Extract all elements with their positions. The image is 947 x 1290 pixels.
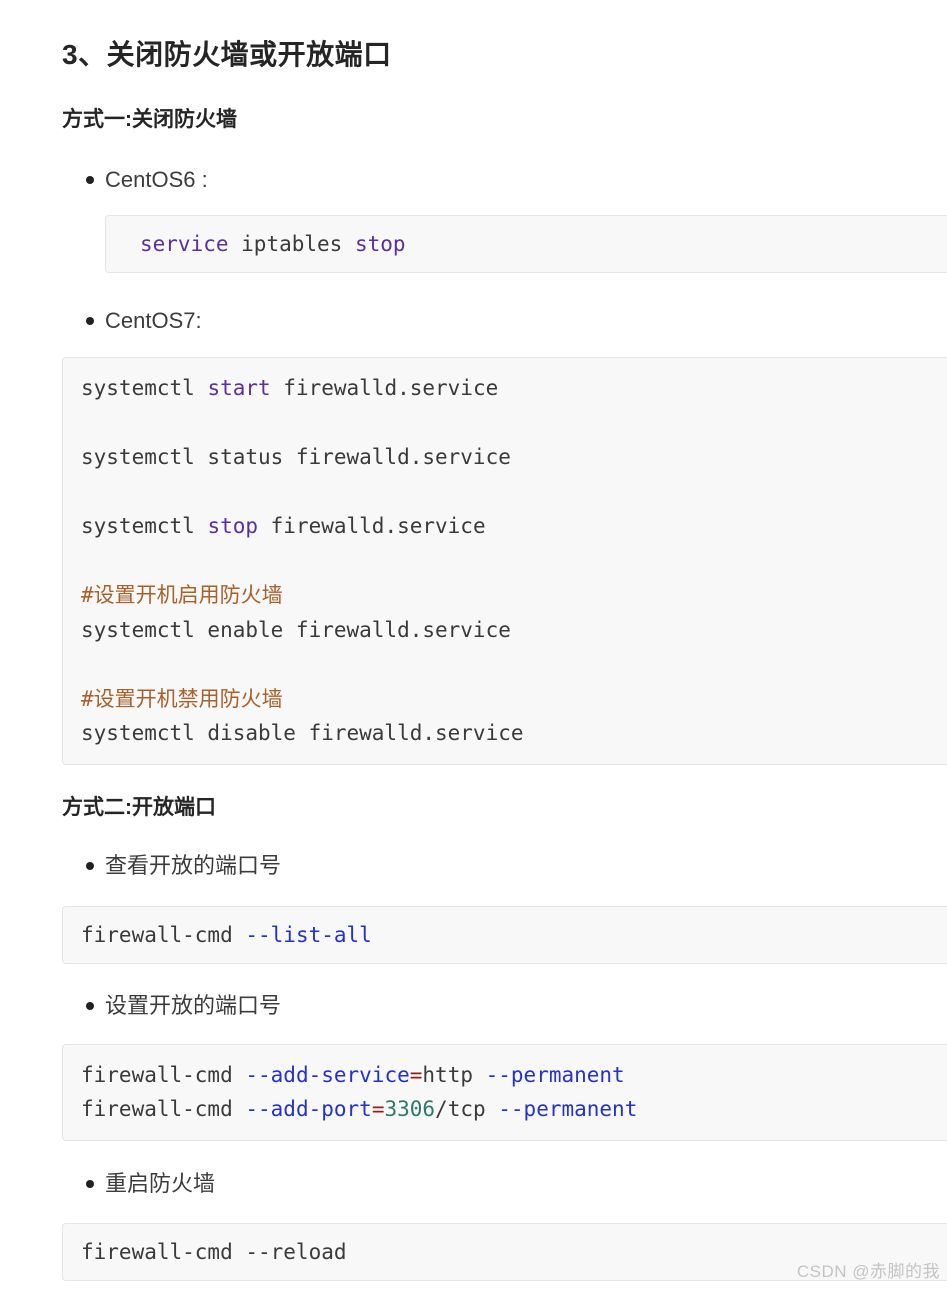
bullet-icon: [86, 317, 94, 325]
bullet-icon: [86, 176, 94, 184]
list-item-centos7: CentOS7:: [62, 306, 947, 336]
list-item-label: CentOS7:: [105, 308, 202, 333]
section-heading-method1: 方式一:关闭防火墙: [62, 108, 237, 131]
csdn-watermark: CSDN @赤脚的我: [796, 1262, 940, 1281]
bullet-icon: [86, 1179, 94, 1188]
section-heading-method2: 方式二:开放端口: [62, 795, 216, 819]
code-block-list-ports: firewall-cmd --list-all: [62, 905, 947, 964]
list-item-centos6: CentOS6 : service iptables stop: [62, 165, 947, 273]
list-item-restart: 重启防火墙: [62, 1169, 947, 1199]
list-item-view-ports: 查看开放的端口号: [62, 851, 947, 881]
code-block-reload: firewall-cmd --reload: [62, 1222, 947, 1281]
method1-list: CentOS6 : service iptables stop CentOS7:: [62, 165, 947, 336]
code-block-centos7: systemctl start firewalld.service system…: [62, 357, 947, 765]
method2-list-restart: 重启防火墙: [62, 1169, 947, 1199]
code-block-add-ports: firewall-cmd --add-service=http --perman…: [62, 1043, 947, 1141]
method2-list-set: 设置开放的端口号: [62, 991, 947, 1021]
method2-list-view: 查看开放的端口号: [62, 851, 947, 881]
code-block-centos6: service iptables stop: [105, 215, 947, 273]
list-item-label: CentOS6 :: [105, 167, 208, 192]
page-title: 3、关闭防火墙或开放端口: [62, 39, 392, 70]
bullet-icon: [86, 861, 94, 870]
list-item-label: 设置开放的端口号: [105, 992, 282, 1018]
bullet-icon: [86, 1001, 94, 1010]
list-item-label: 重启防火墙: [105, 1170, 216, 1196]
list-item-set-ports: 设置开放的端口号: [62, 991, 947, 1021]
list-item-label: 查看开放的端口号: [105, 852, 282, 878]
